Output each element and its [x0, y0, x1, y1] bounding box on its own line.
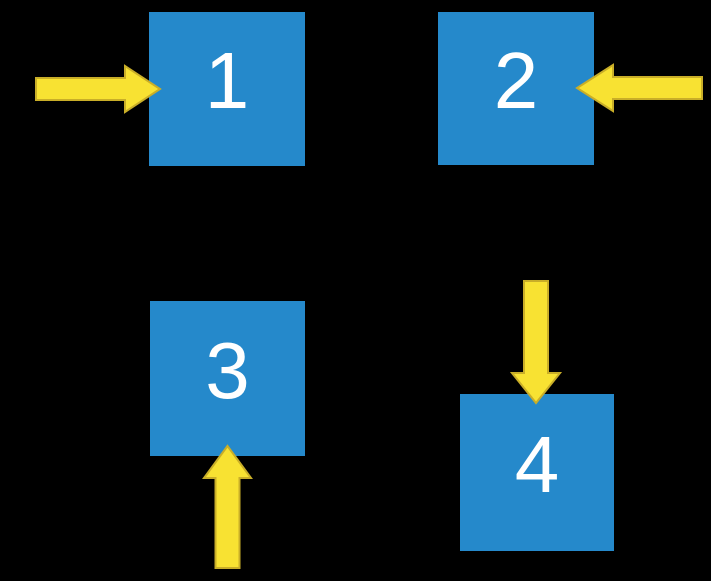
square-3-label: 3: [205, 325, 250, 415]
arrow-left-icon: [575, 63, 703, 113]
square-1[interactable]: 1: [149, 12, 305, 166]
square-4[interactable]: 4: [460, 394, 614, 551]
square-1-label: 1: [204, 36, 250, 125]
square-2[interactable]: 2: [438, 12, 594, 165]
arrow-up-icon: [202, 444, 253, 569]
arrow-down-icon: [509, 280, 563, 405]
square-4-label: 4: [514, 419, 560, 509]
arrow-right-icon: [35, 64, 162, 114]
square-2-label: 2: [493, 35, 539, 125]
square-3[interactable]: 3: [150, 301, 305, 456]
